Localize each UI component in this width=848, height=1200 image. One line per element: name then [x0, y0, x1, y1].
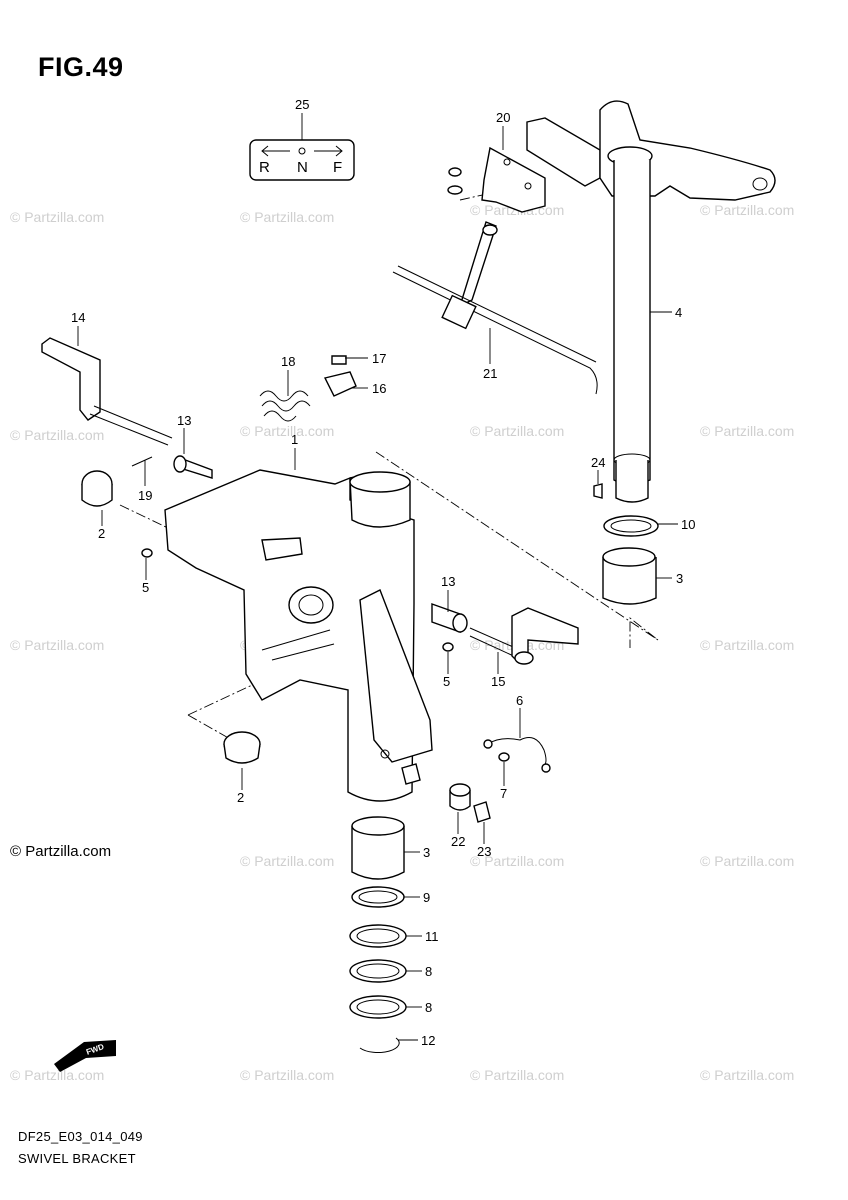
- callout-labels: 25 20 4 14 18 17 16 21 13 1 24 19 2 10 5…: [71, 97, 695, 1048]
- callout-13-upper: 13: [177, 413, 191, 428]
- callout-24: 24: [591, 455, 605, 470]
- callout-3-upper: 3: [676, 571, 683, 586]
- watermark: © Partzilla.com: [470, 423, 564, 439]
- figure-title: FIG.49: [38, 52, 124, 82]
- washer-8a: [349, 959, 407, 983]
- watermark: © Partzilla.com: [240, 1067, 334, 1083]
- callout-5-upper: 5: [142, 580, 149, 595]
- watermark: © Partzilla.com: [470, 1067, 564, 1083]
- callout-14: 14: [71, 310, 85, 325]
- woodruff-key: [593, 483, 603, 499]
- swivel-bracket-body: [164, 469, 433, 802]
- bushing-lower: [223, 731, 261, 764]
- callout-5-lower: 5: [443, 674, 450, 689]
- callout-23: 23: [477, 844, 491, 859]
- callout-2-upper: 2: [98, 526, 105, 541]
- watermark-layer: © Partzilla.com © Partzilla.com © Partzi…: [10, 202, 794, 1083]
- shift-label-neutral: N: [297, 159, 308, 176]
- steering-bushing-upper: [602, 547, 657, 605]
- washer-8b: [349, 995, 407, 1019]
- ground-wire: [483, 737, 551, 773]
- snap-ring: [359, 1037, 400, 1054]
- leader-lines: [77, 113, 678, 1041]
- tilt-lever-lower: [469, 607, 579, 665]
- watermark: © Partzilla.com: [700, 853, 794, 869]
- watermark: © Partzilla.com: [10, 1067, 104, 1083]
- watermark: © Partzilla.com: [10, 209, 104, 225]
- watermark: © Partzilla.com: [10, 637, 104, 653]
- thrust-washer: [603, 515, 659, 537]
- watermark: © Partzilla.com: [700, 423, 794, 439]
- callout-8-b: 8: [425, 1000, 432, 1015]
- callout-22: 22: [451, 834, 465, 849]
- shift-label-reverse: R: [259, 159, 270, 176]
- bushing-pin-upper: [131, 455, 213, 479]
- callout-7: 7: [500, 786, 507, 801]
- shift-label-forward: F: [333, 159, 342, 176]
- watermark: © Partzilla.com: [240, 853, 334, 869]
- washer-9: [351, 886, 405, 908]
- bushing-pin-lower: [431, 603, 468, 633]
- callout-8-a: 8: [425, 964, 432, 979]
- bolt-upper: [141, 548, 153, 558]
- fwd-arrow-icon: FWD: [54, 1040, 116, 1072]
- watermark-prominent: © Partzilla.com: [10, 843, 112, 860]
- watermark: © Partzilla.com: [700, 637, 794, 653]
- callout-17: 17: [372, 351, 386, 366]
- watermark: © Partzilla.com: [240, 423, 334, 439]
- callout-9: 9: [423, 890, 430, 905]
- callout-2-lower: 2: [237, 790, 244, 805]
- callout-10: 10: [681, 517, 695, 532]
- washer-11: [349, 924, 407, 948]
- callout-25: 25: [295, 97, 309, 112]
- callout-3-lower: 3: [423, 845, 430, 860]
- mounting-bracket: [447, 146, 546, 213]
- watermark: © Partzilla.com: [470, 853, 564, 869]
- callout-6: 6: [516, 693, 523, 708]
- callout-1: 1: [291, 432, 298, 447]
- assembly-guide-lines: [119, 191, 659, 741]
- callout-15: 15: [491, 674, 505, 689]
- callout-16: 16: [372, 381, 386, 396]
- watermark: © Partzilla.com: [700, 202, 794, 218]
- bushing-upper: [81, 470, 113, 507]
- callout-20: 20: [496, 110, 510, 125]
- bolt-lower: [442, 642, 454, 652]
- callout-4: 4: [675, 305, 682, 320]
- shift-cable: [392, 221, 598, 395]
- callout-13-lower: 13: [441, 574, 455, 589]
- spacer: [449, 783, 471, 811]
- watermark: © Partzilla.com: [10, 427, 104, 443]
- shift-label-plate: R N F: [249, 139, 355, 181]
- callout-19: 19: [138, 488, 152, 503]
- figure-name: SWIVEL BRACKET: [18, 1151, 136, 1166]
- callout-18: 18: [281, 354, 295, 369]
- spring-assembly: [259, 355, 357, 422]
- steering-bushing-lower: [351, 816, 405, 880]
- watermark: © Partzilla.com: [700, 1067, 794, 1083]
- figure-code: DF25_E03_014_049: [18, 1129, 143, 1144]
- bolt-spacer: [473, 801, 491, 823]
- callout-12: 12: [421, 1033, 435, 1048]
- tilt-lever: [41, 337, 173, 446]
- steering-shaft: [526, 100, 776, 503]
- callout-21: 21: [483, 366, 497, 381]
- watermark: © Partzilla.com: [240, 209, 334, 225]
- callout-11: 11: [425, 929, 439, 944]
